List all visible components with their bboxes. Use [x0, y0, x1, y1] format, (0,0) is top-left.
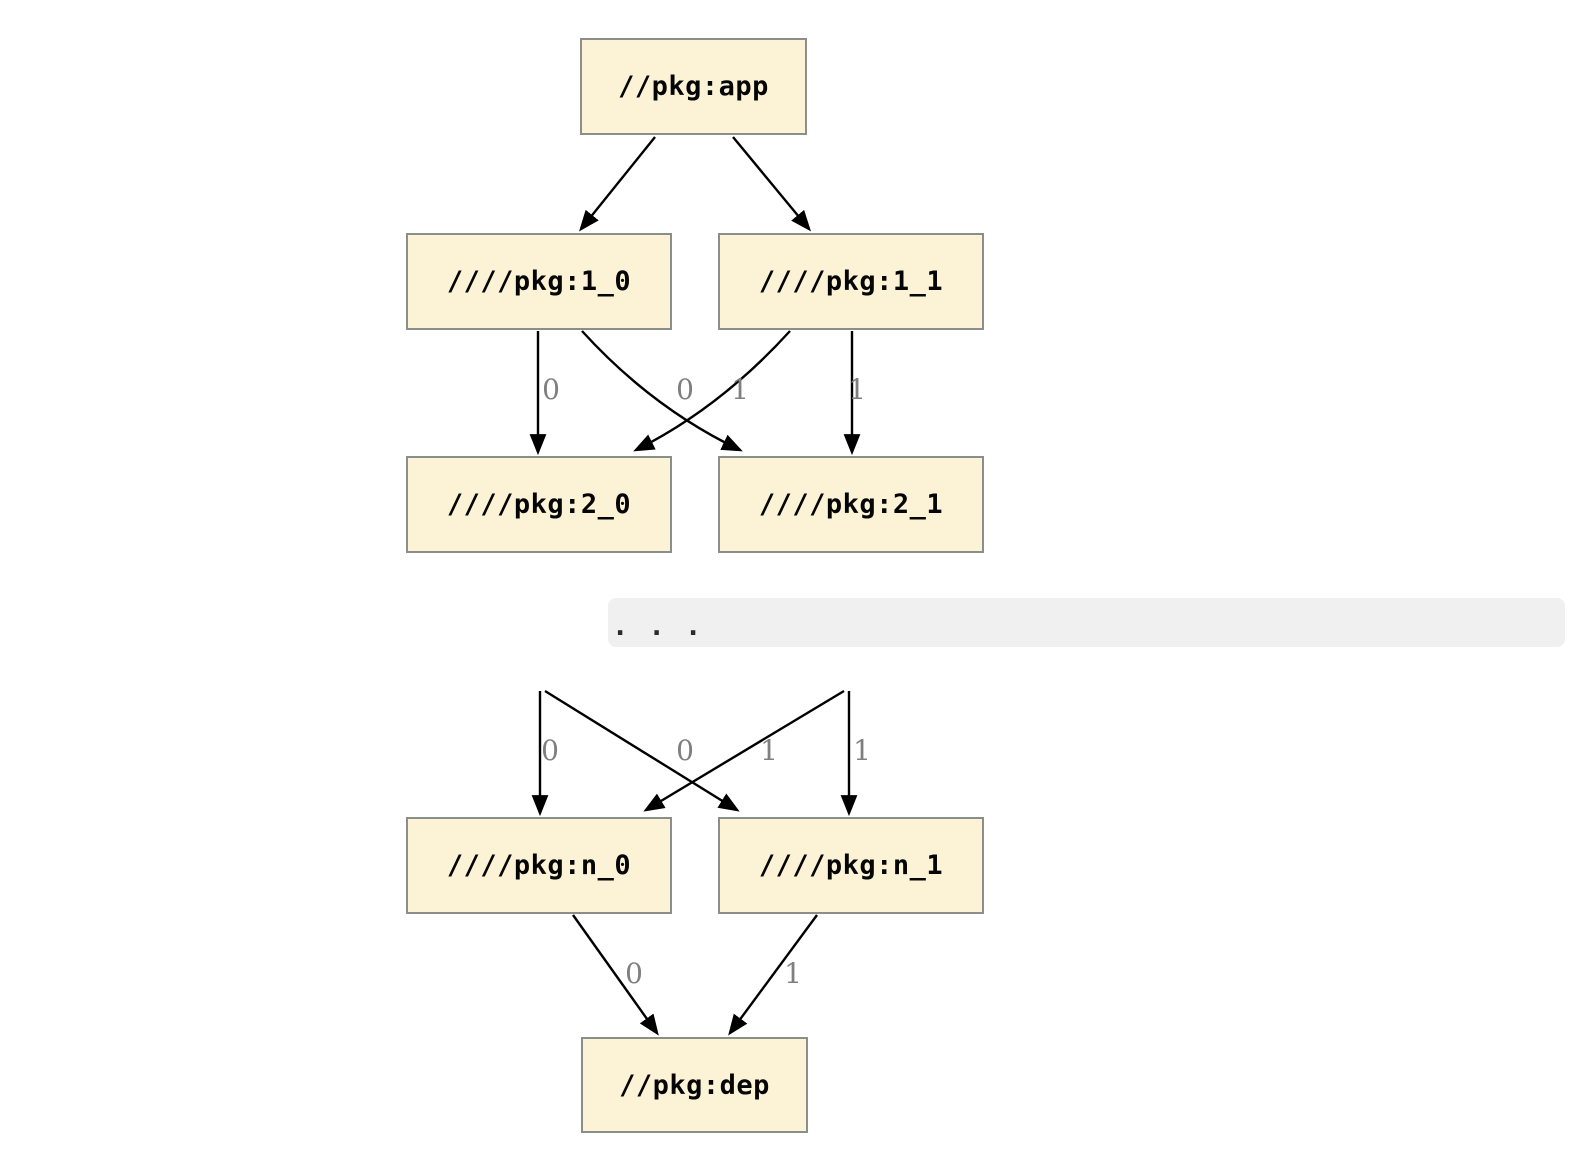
node-pkg-2_1-label: ////pkg:2_1: [758, 489, 944, 520]
edge-label-1-1: 0: [676, 373, 694, 406]
node-pkg-1_1: ////pkg:1_1: [718, 233, 984, 330]
node-pkg-1_1-label: ////pkg:1_1: [758, 266, 944, 297]
edge-app-to-1_1: [732, 136, 812, 232]
edge-label-1-0: 0: [542, 373, 560, 406]
node-pkg-2_0-label: ////pkg:2_0: [446, 489, 632, 520]
node-pkg-app: //pkg:app: [580, 38, 807, 135]
node-pkg-app-label: //pkg:app: [618, 71, 769, 102]
node-pkg-1_0-label: ////pkg:1_0: [446, 266, 632, 297]
ellipsis-band: [608, 598, 1565, 647]
edge-label-dep-1: 1: [784, 957, 802, 990]
ellipsis-dots: . . .: [612, 611, 704, 642]
edge-label-1-3: 1: [848, 373, 866, 406]
node-pkg-1_0: ////pkg:1_0: [406, 233, 672, 330]
node-pkg-n_0: ////pkg:n_0: [406, 817, 672, 914]
node-pkg-n_1-label: ////pkg:n_1: [758, 850, 944, 881]
edge-app-to-1_0: [579, 136, 656, 232]
edge-label-1-2: 1: [731, 373, 749, 406]
node-pkg-n_1: ////pkg:n_1: [718, 817, 984, 914]
edge-n_1-to-dep: [728, 914, 818, 1036]
edge-label-n-1: 0: [676, 734, 694, 767]
edge-label-dep-0: 0: [625, 957, 643, 990]
edge-prev-to-n_1-cross: [544, 689, 740, 812]
edge-label-n-0: 0: [541, 734, 559, 767]
edge-1_1-to-2_0: [633, 330, 791, 452]
edge-label-n-2: 1: [760, 734, 778, 767]
node-pkg-n_0-label: ////pkg:n_0: [446, 850, 632, 881]
node-pkg-dep: //pkg:dep: [581, 1037, 808, 1133]
edge-1_0-to-2_1: [581, 330, 743, 452]
node-pkg-2_1: ////pkg:2_1: [718, 456, 984, 553]
edge-label-n-3: 1: [853, 734, 871, 767]
node-pkg-dep-label: //pkg:dep: [619, 1069, 770, 1101]
node-pkg-2_0: ////pkg:2_0: [406, 456, 672, 553]
edge-n_0-to-dep: [572, 914, 659, 1036]
